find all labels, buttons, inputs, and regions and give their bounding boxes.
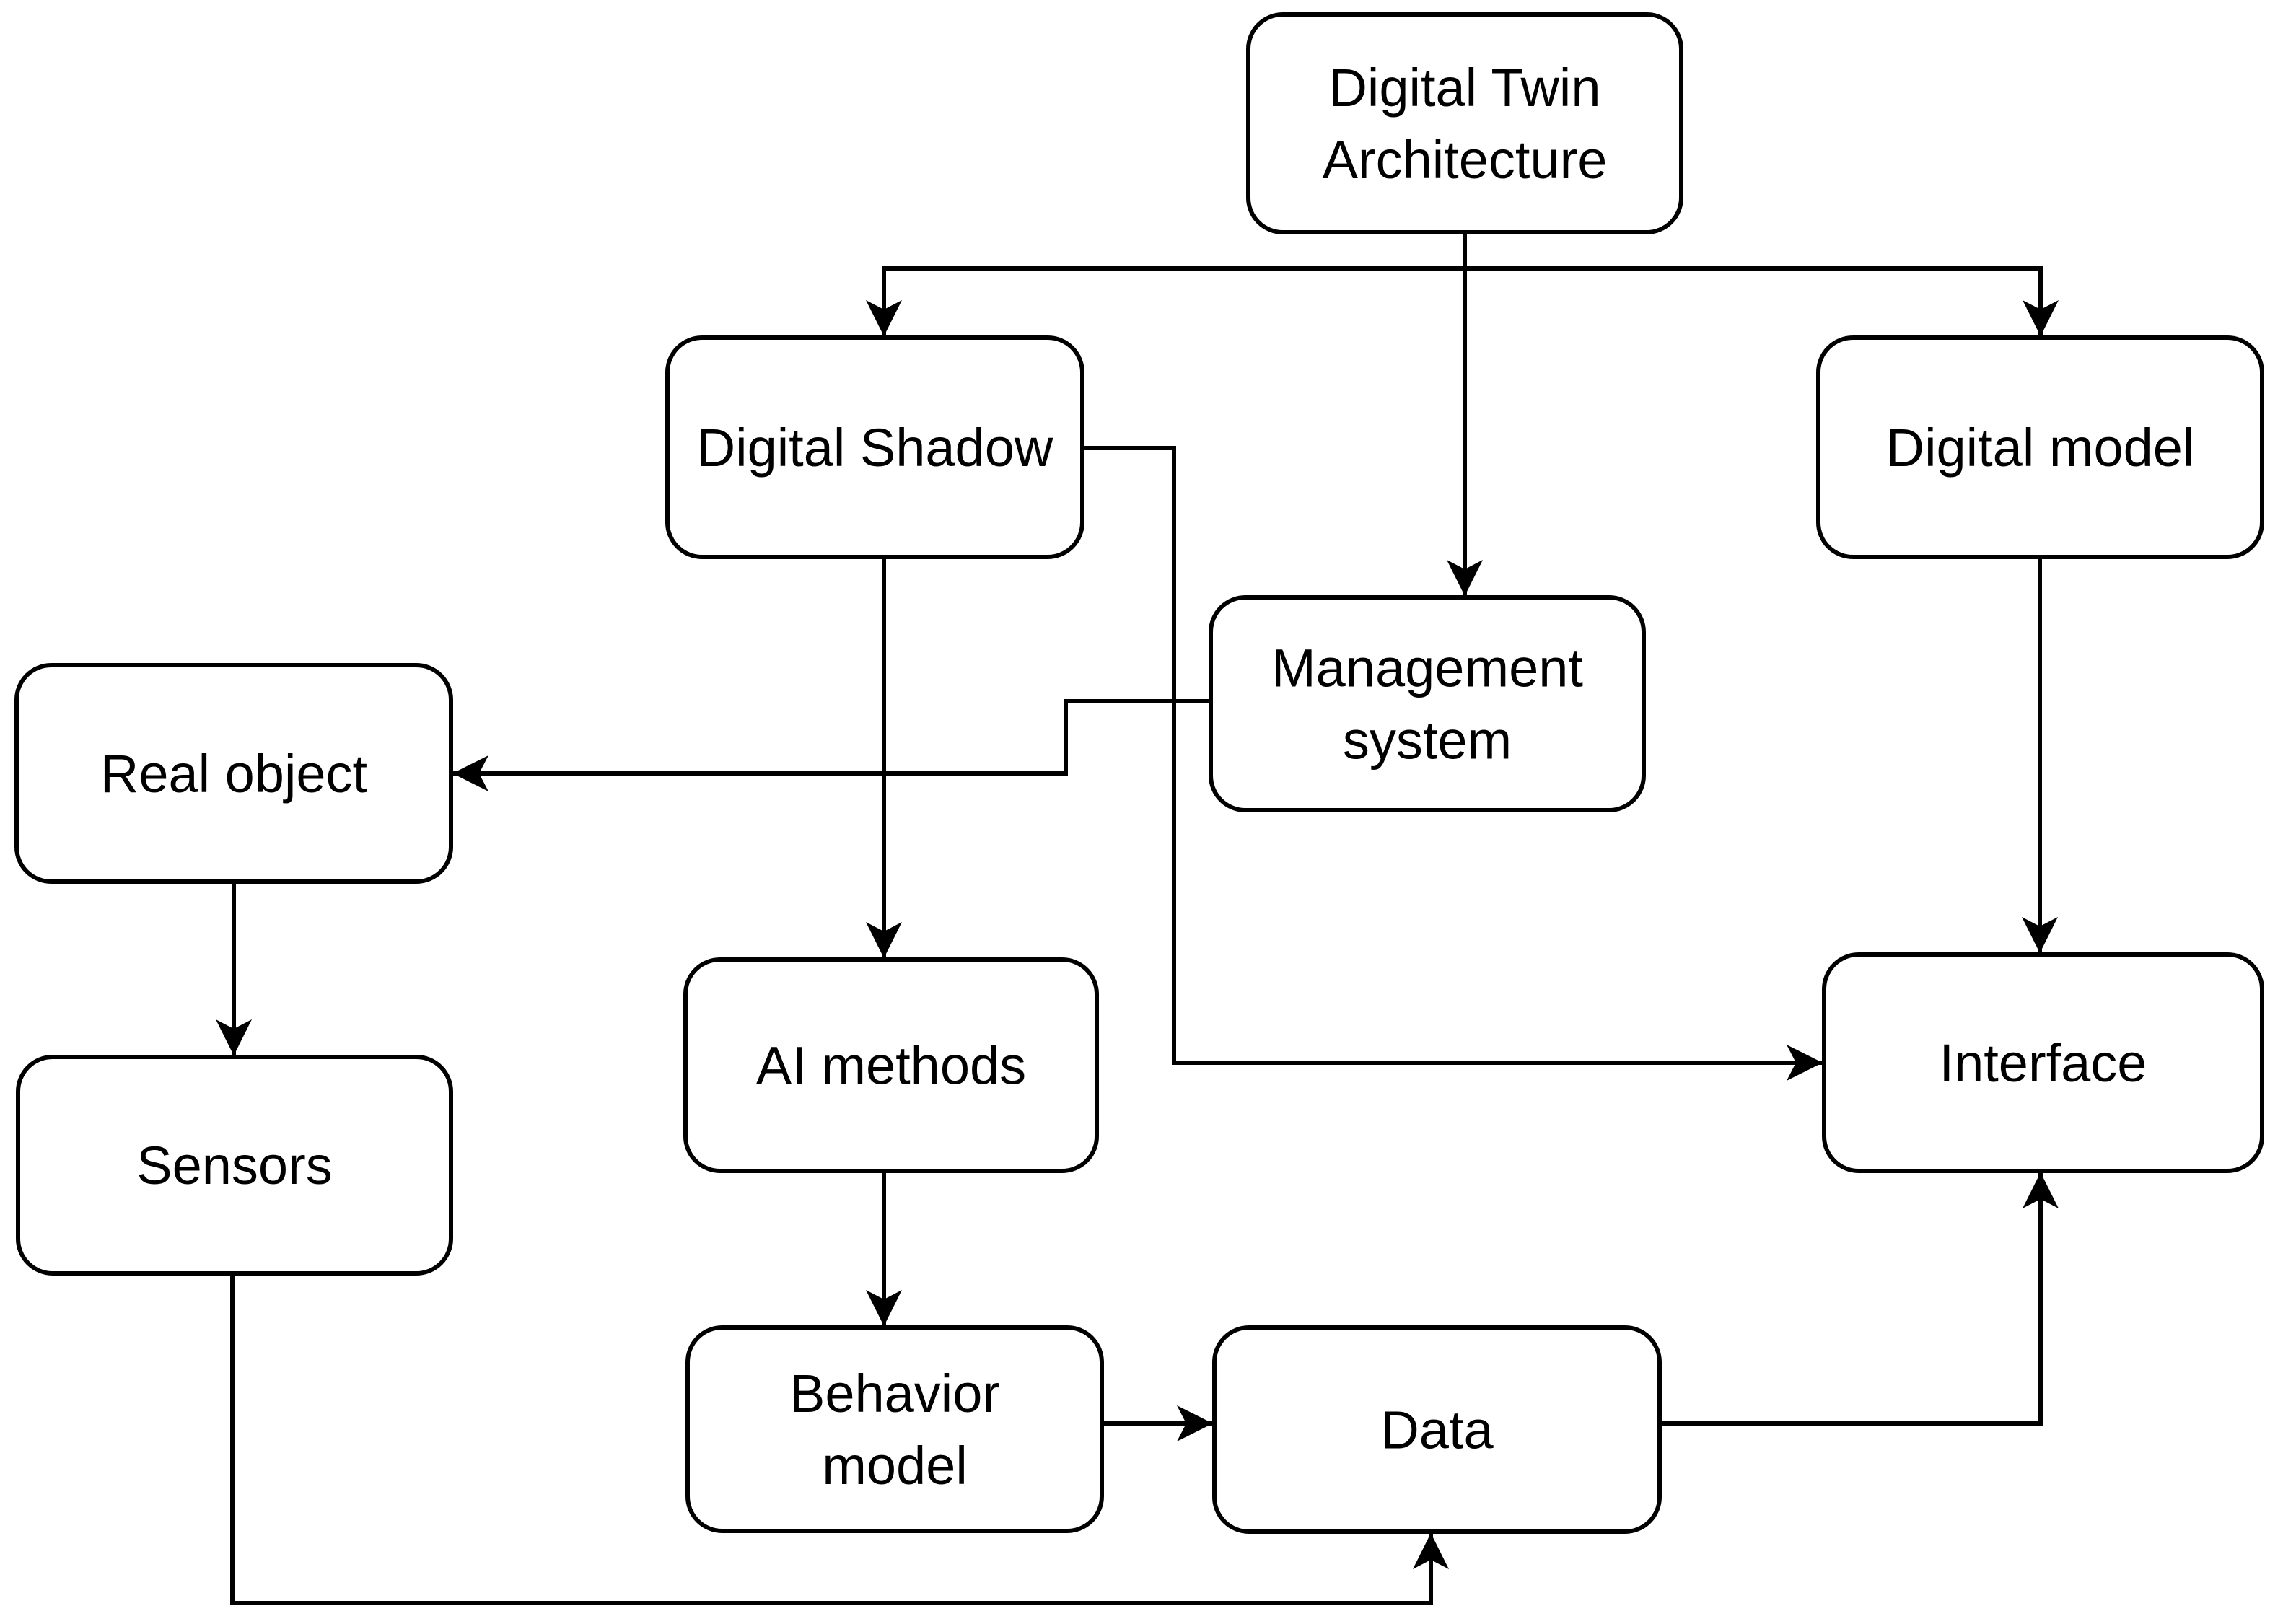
- node-box-digital-model: [1816, 335, 2264, 559]
- edge-management-system-to-real-object: [452, 699, 1211, 791]
- node-label-management-system-line-1: Management: [1271, 638, 1583, 698]
- node-sensors: Sensors: [16, 1055, 453, 1276]
- node-label-digital-twin-architecture-line-1: Digital Twin: [1328, 58, 1600, 118]
- node-box-ai-methods: [683, 957, 1099, 1173]
- node-box-digital-shadow: [665, 335, 1084, 559]
- node-ai-methods: AI methods: [683, 957, 1099, 1173]
- node-label-digital-model: Digital model: [1886, 418, 2195, 478]
- edge-digital-shadow-to-interface: [1082, 446, 1823, 1081]
- node-management-system: Management system: [1209, 595, 1646, 812]
- node-label-management-system-line-2: system: [1343, 711, 1512, 771]
- node-box-sensors: [16, 1055, 453, 1276]
- node-digital-model: Digital model: [1816, 335, 2264, 559]
- node-box-interface: [1822, 952, 2264, 1173]
- node-digital-shadow: Digital Shadow: [665, 335, 1084, 559]
- node-label-digital-twin-architecture-line-2: Architecture: [1323, 130, 1608, 190]
- edge-sensors-to-data: [230, 1273, 1449, 1605]
- node-box-data: [1212, 1325, 1662, 1534]
- node-data: Data: [1212, 1325, 1662, 1534]
- node-real-object: Real object: [14, 663, 453, 884]
- node-behavior-model: Behavior model: [685, 1325, 1104, 1533]
- node-label-digital-shadow: Digital Shadow: [697, 418, 1053, 478]
- node-box-management-system: [1209, 595, 1646, 812]
- node-label-behavior-model-line-1: Behavior: [789, 1364, 1000, 1423]
- node-interface: Interface: [1822, 952, 2264, 1173]
- node-label-real-object: Real object: [100, 744, 368, 804]
- node-label-behavior-model-line-2: model: [822, 1436, 968, 1496]
- node-box-digital-twin-architecture: [1246, 12, 1683, 234]
- node-box-real-object: [14, 663, 453, 884]
- node-box-behavior-model: [685, 1325, 1104, 1533]
- node-label-ai-methods: AI methods: [756, 1036, 1026, 1096]
- node-label-sensors: Sensors: [136, 1136, 332, 1195]
- node-label-data: Data: [1380, 1400, 1494, 1460]
- edge-data-to-interface: [1660, 1172, 2059, 1426]
- node-label-interface: Interface: [1940, 1033, 2147, 1093]
